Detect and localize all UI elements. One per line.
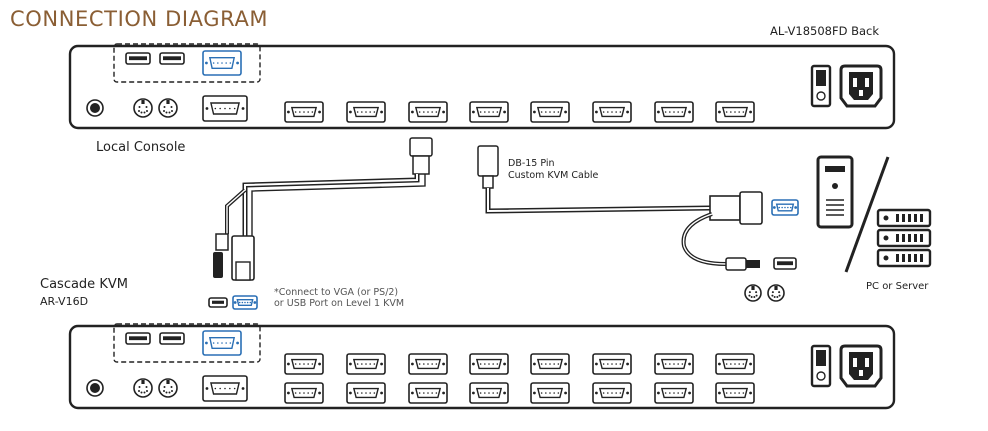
- ps2-keyboard-port: [133, 378, 153, 398]
- console-usb-port-2: [159, 52, 185, 65]
- cascade-usb-plug: [215, 233, 229, 251]
- cascade-usb-port: [208, 297, 228, 308]
- kvm-port-13: [530, 382, 570, 404]
- pc-vga-plug: [709, 195, 741, 221]
- kvm-port-5: [530, 101, 570, 123]
- console-port-group: [113, 43, 261, 83]
- kvm-port-3: [408, 353, 448, 375]
- local-vga-port: [202, 375, 248, 402]
- kvm-port-12: [469, 382, 509, 404]
- cascade-cable-edge: [251, 174, 426, 240]
- cascade-note-line-1: *Connect to VGA (or PS/2): [274, 287, 399, 298]
- kvm-cables: [213, 137, 763, 281]
- kvm-port-11: [408, 382, 448, 404]
- cascade-kvm-label: Cascade KVM: [40, 277, 128, 292]
- kvm-port-6: [592, 353, 632, 375]
- kvm-port-2: [346, 101, 386, 123]
- pc-usb-lead: [681, 212, 727, 266]
- console-vga-port: [202, 330, 242, 356]
- power-inlet-icon: [839, 64, 883, 108]
- cable-type-label: DB-15 Pin: [508, 158, 555, 169]
- power-switch-icon: [810, 344, 832, 388]
- kvm-port-9: [284, 382, 324, 404]
- cascade-cable-inner: [244, 174, 418, 240]
- pc-usb-port: [773, 257, 797, 270]
- ps2-mouse-port: [158, 98, 178, 118]
- pc-tower-icon: [816, 155, 854, 229]
- kvm-port-3: [408, 101, 448, 123]
- cable-name-label: Custom KVM Cable: [508, 170, 599, 181]
- console-usb-port-1: [125, 52, 151, 65]
- ps2-mouse-port: [158, 378, 178, 398]
- kvm-port-4: [469, 353, 509, 375]
- kvm-port-16: [715, 382, 755, 404]
- pc-vga-port: [771, 199, 799, 216]
- console-vga-port: [202, 50, 242, 76]
- pc-server-label: PC or Server: [866, 281, 929, 292]
- console-usb-port-1: [125, 332, 151, 345]
- kvm-port-10: [346, 382, 386, 404]
- kvm-port-8: [715, 353, 755, 375]
- cascade-usb-lead: [225, 188, 247, 234]
- kvm-port-7: [654, 101, 694, 123]
- local-console-label: Local Console: [96, 140, 186, 155]
- audio-jack-icon: [86, 99, 104, 117]
- pc-usb-plug: [725, 257, 747, 271]
- kvm-port-8: [715, 101, 755, 123]
- device-model-label: AL-V18508FD Back: [770, 24, 880, 38]
- kvm-port-7: [654, 353, 694, 375]
- power-switch-icon: [810, 64, 832, 108]
- kvm-cable-connector: [477, 145, 499, 177]
- cable-connector-top: [409, 137, 433, 157]
- cable-connector-body: [412, 155, 430, 175]
- kvm-port-5: [530, 353, 570, 375]
- diagram-title: CONNECTION DIAGRAM: [10, 7, 269, 31]
- ps2-keyboard-port: [133, 98, 153, 118]
- cascade-note-line-2: or USB Port on Level 1 KVM: [274, 298, 405, 309]
- kvm-port-4: [469, 101, 509, 123]
- local-vga-port: [202, 95, 248, 122]
- kvm-port-1: [284, 353, 324, 375]
- audio-jack-icon: [86, 379, 104, 397]
- server-rack-icon: [876, 208, 932, 268]
- kvm-port-15: [654, 382, 694, 404]
- pc-server-divider: [844, 156, 890, 273]
- cascade-vga-port: [232, 295, 258, 310]
- cascade-model-label: AR-V16D: [40, 295, 89, 308]
- kvm-port-1: [284, 101, 324, 123]
- cascade-usb-lead-inner: [226, 189, 246, 234]
- kvm-port-14: [592, 382, 632, 404]
- console-port-group: [113, 323, 261, 363]
- pc-ps2-keyboard-port: [744, 284, 762, 302]
- power-inlet-icon: [839, 344, 883, 388]
- kvm-port-6: [592, 101, 632, 123]
- kvm-port-2: [346, 353, 386, 375]
- pc-ps2-mouse-port: [767, 284, 785, 302]
- console-usb-port-2: [159, 332, 185, 345]
